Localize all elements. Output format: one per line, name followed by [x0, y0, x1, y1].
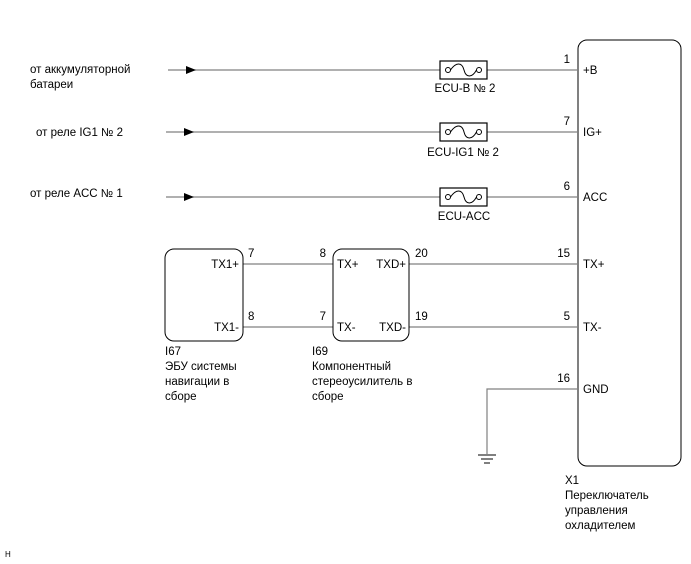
i69-pin-number: 19	[415, 311, 428, 323]
i67-pin-number: 8	[248, 311, 254, 323]
x1-pin-number: 6	[564, 181, 570, 193]
x1-connector	[577, 39, 682, 467]
arrow-battery	[186, 66, 196, 74]
i69-name-line: стереоусилитель в	[312, 376, 412, 388]
arrow-acc	[184, 193, 194, 201]
wire-gnd	[486, 388, 578, 454]
x1-pin-number: 16	[557, 373, 570, 385]
ground-icon	[478, 454, 496, 464]
x1-pin-label: TX+	[583, 259, 605, 271]
i67-id: I67	[165, 346, 181, 358]
i69-pin-label: TX+	[337, 259, 359, 271]
fuse-ecu-ig1-icon	[439, 122, 488, 142]
i69-name-line: Компонентный	[312, 361, 391, 373]
source-acc-label: от реле ACC № 1	[30, 188, 123, 200]
x1-pin-label: +B	[583, 65, 598, 77]
i69-pin-label: TXD+	[376, 259, 406, 271]
i67-name-line: сборе	[165, 391, 197, 403]
i69-pin-label: TXD-	[379, 322, 406, 334]
x1-pin-label: ACC	[583, 192, 607, 204]
i69-pin-number: 20	[415, 248, 428, 260]
x1-pin-number: 5	[564, 311, 570, 323]
fuse-ecu-acc-label: ECU-ACC	[438, 211, 490, 223]
x1-pin-number: 1	[564, 54, 570, 66]
x1-pin-label: IG+	[583, 127, 602, 139]
x1-pin-number: 15	[557, 248, 570, 260]
i67-name-line: навигации в	[165, 376, 229, 388]
x1-id: X1	[565, 475, 579, 487]
x1-pin-label: TX-	[583, 322, 602, 334]
fuse-ecu-b-label: ECU-B № 2	[435, 83, 496, 95]
corner-mark: H	[5, 550, 11, 559]
x1-pin-label: GND	[583, 384, 609, 396]
i69-pin-number: 8	[320, 248, 326, 260]
i69-pin-label: TX-	[337, 322, 356, 334]
i69-name-line: сборе	[312, 391, 344, 403]
i67-connector	[164, 248, 244, 342]
source-ig1-label: от реле IG1 № 2	[36, 127, 123, 139]
fuse-ecu-ig1-label: ECU-IG1 № 2	[427, 147, 499, 159]
source-battery-label-2: батареи	[30, 79, 73, 91]
i67-name-line: ЭБУ системы	[165, 361, 237, 373]
i67-pin-number: 7	[248, 248, 254, 260]
source-battery-label-1: от аккумуляторной	[30, 64, 130, 76]
i69-pin-number: 7	[320, 311, 326, 323]
i67-pin-label: TX1-	[214, 322, 239, 334]
i67-pin-label: TX1+	[211, 259, 239, 271]
x1-name-line: Переключатель	[565, 490, 649, 502]
x1-pin-number: 7	[564, 116, 570, 128]
fuse-ecu-b-icon	[439, 60, 488, 80]
x1-name-line: охладителем	[565, 520, 636, 532]
i69-id: I69	[312, 346, 328, 358]
arrow-ig1	[184, 128, 194, 136]
x1-name-line: управления	[565, 505, 628, 517]
fuse-ecu-acc-icon	[439, 187, 488, 207]
i69-connector	[332, 248, 410, 342]
